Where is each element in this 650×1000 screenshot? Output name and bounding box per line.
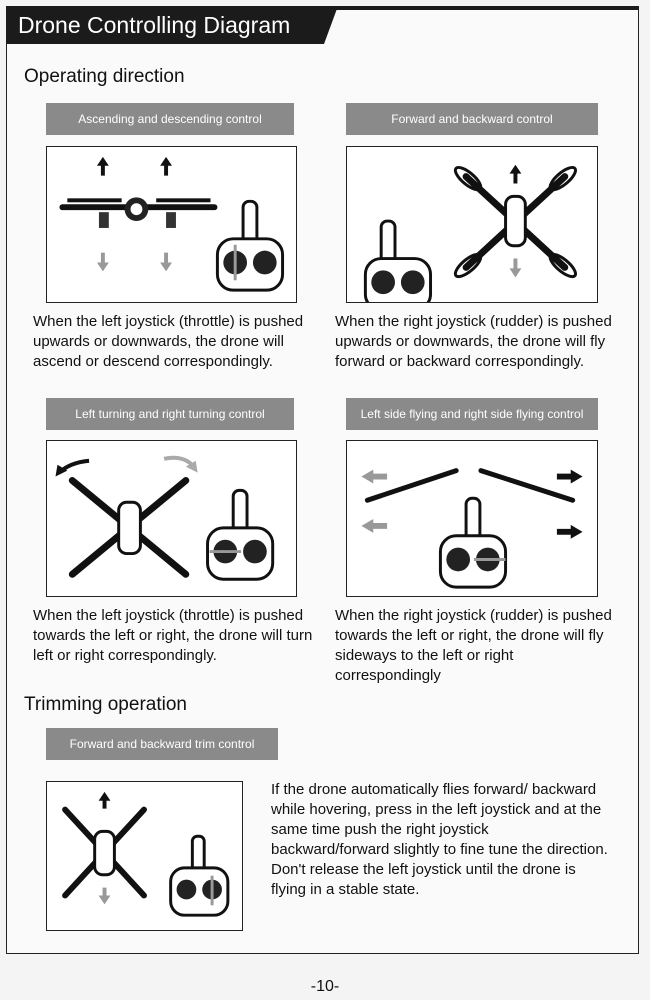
page-title: Drone Controlling Diagram: [6, 6, 338, 44]
text-ascend-descend: When the left joystick (throttle) is pus…: [33, 313, 304, 370]
drone-top-view-with-forward-arrows: [363, 164, 577, 302]
diagram-sideways: [346, 440, 598, 597]
text-trim: If the drone automatically flies forward…: [271, 781, 608, 898]
drone-with-trim-arrows: [62, 791, 230, 917]
diagram-forward-backward: [346, 146, 598, 303]
diagram-ascend-descend: [46, 146, 297, 303]
text-turning: When the left joystick (throttle) is pus…: [33, 607, 313, 664]
text-forward-backward: When the right joystick (rudder) is push…: [335, 313, 612, 370]
label-ascend-descend: Ascending and descending control: [46, 103, 294, 135]
label-turning: Left turning and right turning control: [46, 398, 294, 430]
page-number: -10-: [310, 978, 340, 995]
diagram-trim: [46, 781, 243, 931]
text-sideways: When the right joystick (rudder) is push…: [335, 607, 612, 684]
label-sideways: Left side flying and right side flying c…: [346, 398, 598, 430]
trimming-operation-heading: Trimming operation: [24, 694, 187, 715]
drone-side-view-with-vertical-arrows: [59, 156, 285, 292]
label-forward-backward: Forward and backward control: [346, 103, 598, 135]
drone-top-view-with-rotation-arrows: [55, 455, 275, 581]
operating-direction-heading: Operating direction: [24, 66, 185, 87]
label-trim: Forward and backward trim control: [46, 728, 278, 760]
header-rule: [320, 6, 639, 10]
diagram-turning: [46, 440, 297, 597]
drones-with-sideways-arrows: [361, 468, 583, 589]
